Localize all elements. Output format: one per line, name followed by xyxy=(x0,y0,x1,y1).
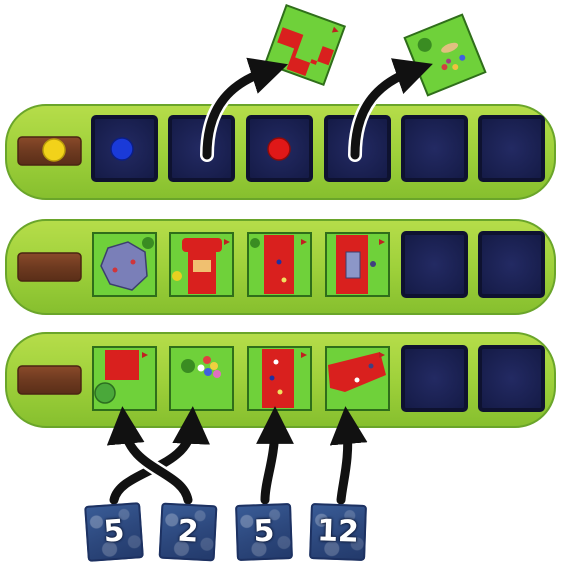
tile-path-red-icon xyxy=(326,347,389,410)
score-token-3: 5 xyxy=(235,503,293,561)
taken-tile-garden-icon xyxy=(405,15,486,96)
wooden-log-icon xyxy=(18,366,81,394)
tile-red-tree-icon xyxy=(93,347,156,410)
red-meeple-icon xyxy=(268,138,290,160)
tile-path-people-icon xyxy=(248,347,311,410)
score-token-value: 5 xyxy=(235,513,292,550)
wooden-log-icon xyxy=(18,253,81,281)
yellow-meeple-icon xyxy=(43,139,65,161)
tile-path-tree-icon xyxy=(248,233,311,296)
tile-path-stage-icon xyxy=(326,233,389,296)
score-token-value: 12 xyxy=(309,513,366,550)
tile-tent-icon xyxy=(170,233,233,296)
score-token-2: 2 xyxy=(159,503,218,562)
blue-meeple-icon xyxy=(111,138,133,160)
score-token-1: 5 xyxy=(84,502,144,562)
score-token-value: 5 xyxy=(85,512,143,551)
tile-pond-icon xyxy=(93,233,156,296)
score-token-value: 2 xyxy=(159,513,217,551)
score-token-4: 12 xyxy=(309,503,367,561)
taken-tile-path-bend-icon xyxy=(265,5,344,84)
tile-balloons-icon xyxy=(170,347,233,410)
